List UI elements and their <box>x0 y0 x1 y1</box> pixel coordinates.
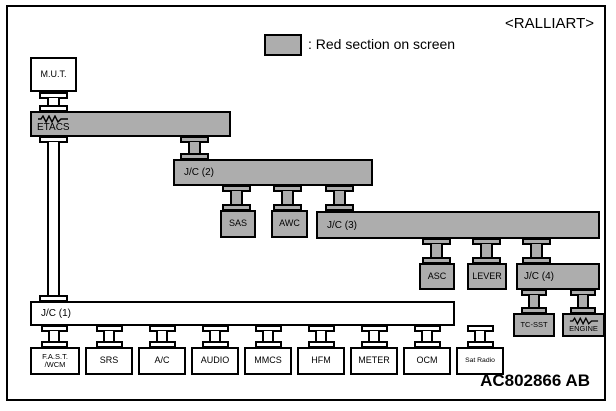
node-jc1[interactable]: J/C (1) <box>30 301 455 326</box>
connector-stem-etacs-jc1 <box>47 142 60 296</box>
connector-stem-jc3-lever <box>480 244 493 258</box>
legend-swatch <box>264 34 302 56</box>
node-sat-radio[interactable]: Sat Radio <box>456 347 504 375</box>
waveform-icon <box>569 317 598 326</box>
connector-stem-jc2-sas <box>230 191 243 205</box>
node-awc-label: AWC <box>279 218 300 229</box>
node-srs-label: SRS <box>99 355 119 366</box>
node-awc[interactable]: AWC <box>271 210 308 238</box>
node-sat-radio-label: Sat Radio <box>465 357 495 365</box>
node-ocm-label: OCM <box>416 355 438 366</box>
connector-stem-jc4-engine <box>577 295 589 308</box>
node-fast-wcm[interactable]: F.A.S.T. /WCM <box>30 347 80 375</box>
node-audio-label: AUDIO <box>200 355 230 366</box>
node-asc-label: ASC <box>427 270 447 281</box>
node-mmcs-label: MMCS <box>254 355 282 366</box>
node-jc3-label: J/C (3) <box>327 219 357 231</box>
connector-stem-jc1-fast <box>48 331 60 342</box>
node-mmcs[interactable]: MMCS <box>244 347 292 375</box>
node-jc4-label: J/C (4) <box>524 271 554 282</box>
node-audio[interactable]: AUDIO <box>191 347 239 375</box>
node-sas-label: SAS <box>228 218 247 229</box>
node-jc2-label: J/C (2) <box>184 167 214 178</box>
node-tcsst[interactable]: TC-SST <box>513 313 555 337</box>
node-lever-label: LEVER <box>472 270 502 281</box>
node-fast-wcm-label-line1: F.A.S.T. <box>42 352 68 362</box>
connector-stem-jc3-jc4 <box>530 244 543 258</box>
node-hfm[interactable]: HFM <box>297 347 345 375</box>
node-tcsst-label: TC-SST <box>520 320 548 330</box>
connector-stem-etacs-jc2 <box>188 142 201 154</box>
node-etacs[interactable]: ETACS <box>30 111 231 137</box>
node-ac-label: A/C <box>154 355 170 366</box>
connector-stem-jc1-hfm <box>315 331 327 342</box>
connector-stem-jc4-tcsst <box>528 295 540 308</box>
diagram-title: <RALLIART> <box>505 15 594 32</box>
connector-stem-jc1-audio <box>209 331 221 342</box>
connector-stem-jc1-meter <box>368 331 380 342</box>
node-asc[interactable]: ASC <box>419 263 455 290</box>
connector-stem-jc1-ac <box>156 331 168 342</box>
node-fast-wcm-label-line2: /WCM <box>44 360 66 369</box>
node-etacs-label: ETACS <box>37 121 70 133</box>
connector-stem-jc2-awc <box>281 191 294 205</box>
connector-stem-jc3-asc <box>430 244 443 258</box>
node-hfm-label: HFM <box>311 355 331 366</box>
node-mut[interactable]: M.U.T. <box>30 57 77 92</box>
node-meter[interactable]: METER <box>350 347 398 375</box>
legend-text: : Red section on screen <box>308 36 456 52</box>
node-engine-label: ENGINE <box>569 324 598 334</box>
node-meter-label: METER <box>358 355 390 366</box>
node-mut-label: M.U.T. <box>40 68 67 79</box>
node-jc3[interactable]: J/C (3) <box>316 211 600 239</box>
node-ocm[interactable]: OCM <box>403 347 451 375</box>
connector-stem-jc1-srs <box>103 331 115 342</box>
node-sas[interactable]: SAS <box>220 210 256 238</box>
node-engine[interactable]: ENGINE <box>562 313 605 337</box>
connector-stem-jc1-ocm <box>421 331 433 342</box>
node-jc4[interactable]: J/C (4) <box>516 263 600 290</box>
connector-pad-jc3-top <box>325 204 354 211</box>
diagram-frame: <RALLIART> : Red section on screen M.U.T… <box>6 5 606 401</box>
part-number: AC802866 AB <box>480 371 590 390</box>
node-jc2[interactable]: J/C (2) <box>173 159 373 186</box>
connector-stem-jc1-mmcs <box>262 331 274 342</box>
node-jc1-label: J/C (1) <box>41 308 71 319</box>
node-ac[interactable]: A/C <box>138 347 186 375</box>
node-srs[interactable]: SRS <box>85 347 133 375</box>
connector-stem-jc2-jc3 <box>333 191 346 205</box>
node-lever[interactable]: LEVER <box>467 263 507 290</box>
connector-stem-mut-etacs <box>47 98 60 107</box>
connector-stem-jc1-sat-radio <box>474 331 486 342</box>
